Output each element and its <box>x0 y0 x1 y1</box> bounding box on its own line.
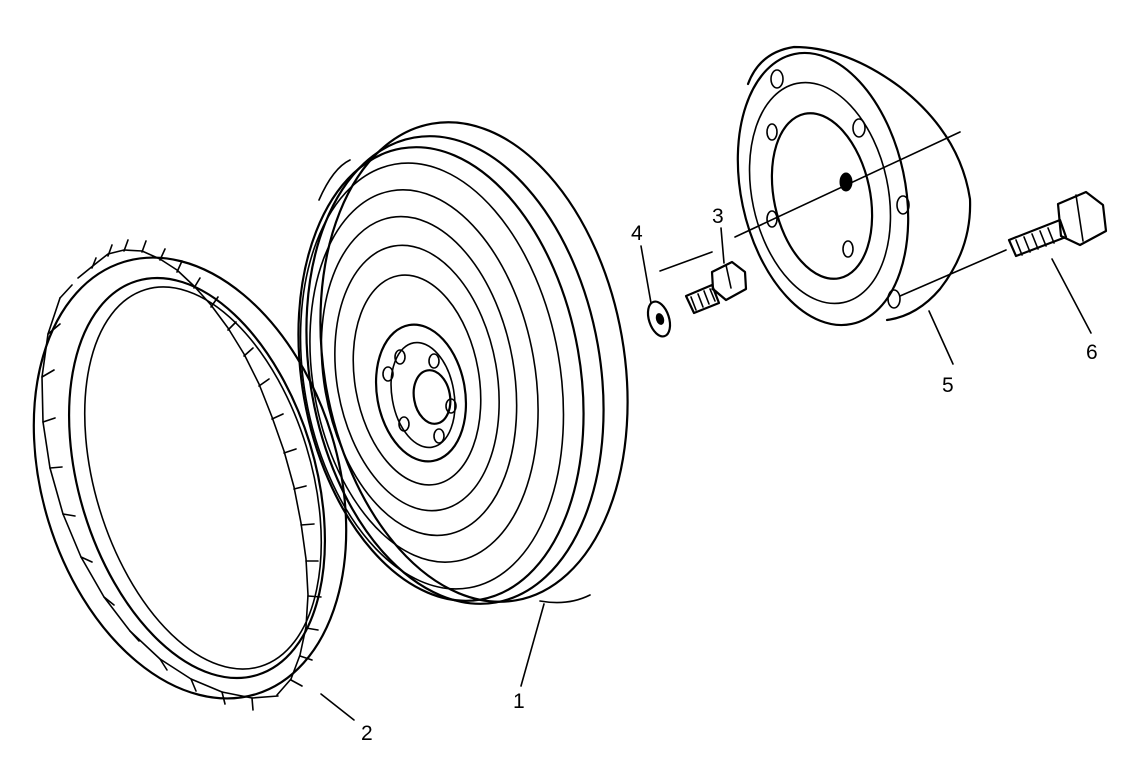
flywheel <box>297 121 629 605</box>
callout-1-label: 1 <box>513 690 525 713</box>
adapter-plate <box>736 45 972 327</box>
alignment-lines <box>659 131 1007 297</box>
callout-4-label: 4 <box>631 222 643 245</box>
ring-gear <box>32 239 348 711</box>
callout-6-label: 6 <box>1086 341 1098 364</box>
callout-3-label: 3 <box>712 205 724 228</box>
callout-2-label: 2 <box>361 722 373 745</box>
washer <box>646 300 672 338</box>
cap-screw <box>1007 190 1108 258</box>
callout-5-label: 5 <box>942 374 954 397</box>
bolt <box>684 260 748 315</box>
callout-labels: 1 2 3 4 5 6 <box>361 205 1098 745</box>
leader-lines <box>320 227 1092 721</box>
